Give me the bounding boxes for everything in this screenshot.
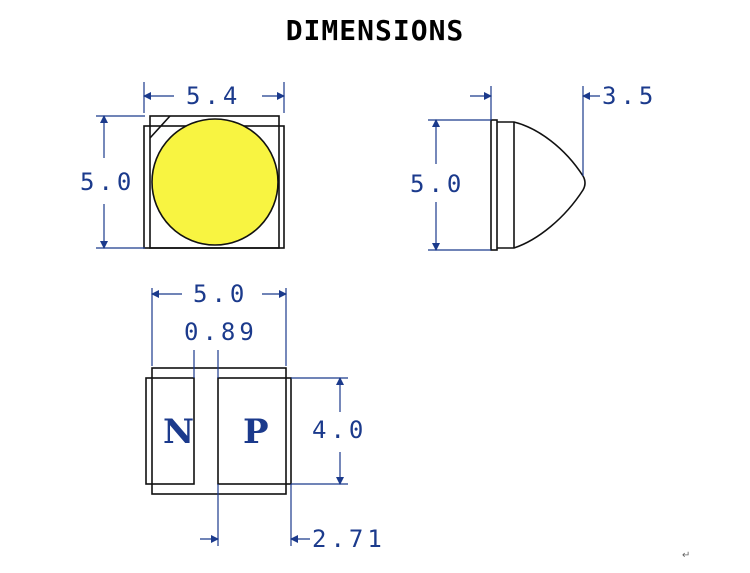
p-pad xyxy=(217,377,292,485)
side-view-base xyxy=(490,119,498,251)
bottom-view-body xyxy=(151,367,287,495)
side-view-dome xyxy=(497,121,586,249)
top-view-body xyxy=(149,115,280,249)
n-pad xyxy=(145,377,195,485)
top-view: 5.4 5.0 xyxy=(80,82,285,249)
n-pad-label: N xyxy=(163,412,194,452)
top-width-label: 5.4 xyxy=(186,82,241,110)
gap-label: 0.89 xyxy=(184,318,258,346)
top-height-label: 5.0 xyxy=(80,168,135,196)
side-depth-label: 3.5 xyxy=(602,82,657,110)
bottom-view: N P 5.0 0.89 4.0 2.71 xyxy=(145,280,386,553)
side-height-label: 5.0 xyxy=(410,170,465,198)
led-lens xyxy=(151,118,279,246)
side-view: 3.5 5.0 xyxy=(410,82,657,251)
bottom-width-label: 5.0 xyxy=(193,280,248,308)
diagram-title: DIMENSIONS xyxy=(285,14,465,47)
pad-width-label: 2.71 xyxy=(312,525,386,553)
paragraph-mark: ↵ xyxy=(682,550,690,561)
p-pad-label: P xyxy=(243,412,269,452)
top-view-corner-chamfer xyxy=(149,115,171,139)
pad-height-label: 4.0 xyxy=(312,416,367,444)
